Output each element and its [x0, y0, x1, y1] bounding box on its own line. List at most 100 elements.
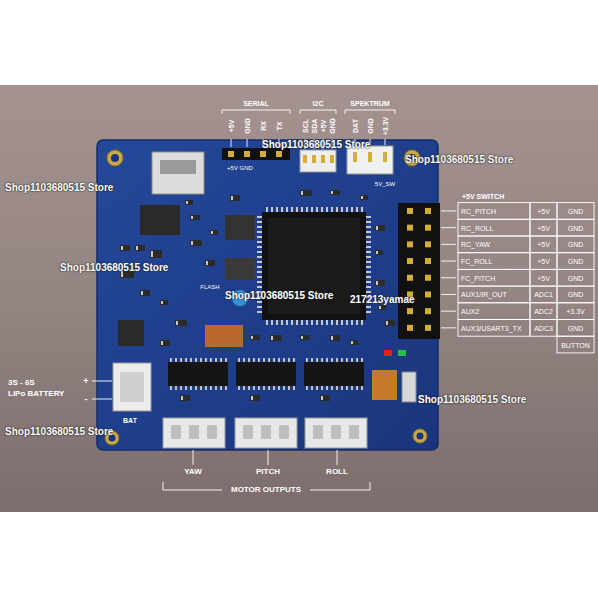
chip-leg [341, 358, 343, 362]
connector-slot [171, 425, 359, 439]
chip-leg [366, 236, 371, 238]
smd-pad [351, 341, 353, 344]
group-label: MOTOR OUTPUTS [231, 486, 301, 494]
table-cell: ADC1 [534, 291, 553, 298]
pin-label: SDA [311, 119, 318, 134]
pin [330, 155, 334, 163]
leader-line [441, 277, 456, 278]
smd-part [160, 340, 170, 346]
watermark: Shop1103680515 Store [405, 155, 513, 165]
pin-label: +5V [228, 120, 235, 133]
chip-leg [351, 320, 353, 325]
chip-leg [170, 386, 172, 390]
chip-leg [170, 358, 363, 390]
motor-connector [305, 418, 367, 448]
smd-part [150, 250, 162, 258]
smd-part [360, 195, 368, 200]
chip-leg [257, 301, 262, 303]
chip [225, 258, 255, 280]
connector-slot [171, 425, 181, 439]
smd-pad [331, 191, 333, 194]
chip-leg [366, 286, 371, 288]
chip-leg [253, 358, 255, 362]
table-cell-border [557, 336, 594, 353]
chip-leg [180, 386, 182, 390]
chip-leg [356, 320, 358, 325]
connector-slot [189, 425, 199, 439]
chip-leg [200, 358, 202, 362]
table-cell-border [530, 203, 557, 220]
chip-leg [336, 207, 338, 212]
chip-leg [175, 386, 177, 390]
table-cell: GND [568, 324, 584, 331]
battery-label: LiPo BATTERY [8, 390, 64, 398]
chip-leg [200, 386, 202, 390]
smd-part [230, 195, 240, 201]
chip-leg [243, 386, 245, 390]
pin [425, 208, 431, 214]
chip-leg [215, 358, 217, 362]
leader-line [441, 261, 456, 262]
chip-leg [170, 358, 172, 362]
chip-leg [190, 358, 192, 362]
chip-leg [175, 358, 177, 362]
chip-leg [366, 311, 371, 313]
chip-leg [257, 226, 262, 228]
pin-label: +3.3V [382, 117, 389, 136]
chip-leg [346, 358, 348, 362]
chip-leg [283, 386, 285, 390]
pin [425, 325, 431, 331]
chip-leg [273, 386, 275, 390]
smd-part [320, 395, 330, 401]
chip-leg [205, 358, 207, 362]
smd-part [250, 335, 260, 340]
chip-leg [273, 358, 275, 362]
chip-leg [210, 358, 212, 362]
chip-leg [276, 320, 278, 325]
smd-pad [251, 336, 253, 339]
table-cell: RC_YAW [461, 241, 490, 248]
smd-pad [271, 336, 273, 340]
table-cell: AUX1/IR_OUT [461, 291, 507, 298]
chip-leg [253, 386, 255, 390]
watermark: Shop1103680515 Store [262, 140, 370, 150]
chip-leg [195, 386, 197, 390]
chip-leg [257, 311, 262, 313]
pin [228, 151, 431, 331]
chip-leg [271, 320, 273, 325]
pin-table-grid [441, 203, 594, 353]
chip-leg [366, 221, 371, 223]
chip-leg [356, 358, 358, 362]
pin-label: SCL [302, 119, 309, 133]
smd-pad [176, 321, 178, 325]
smd-pad [301, 336, 303, 339]
smd-part [135, 245, 145, 251]
chip-leg [331, 320, 333, 325]
chip-leg [257, 231, 262, 233]
chip-leg [257, 286, 262, 288]
group-label: SPEKTRUM [350, 100, 389, 107]
bracket [222, 110, 290, 114]
table-cell-border [557, 303, 594, 320]
pin [260, 151, 266, 157]
chip-leg [321, 207, 323, 212]
chip-leg [281, 320, 283, 325]
leader-line [441, 210, 456, 211]
table-cell: +5V [537, 207, 550, 214]
smd-part [330, 335, 340, 341]
chip-leg [366, 276, 371, 278]
chip [118, 320, 144, 346]
chip-leg [291, 320, 293, 325]
table-cell-border [557, 320, 594, 337]
smd-part [270, 335, 282, 341]
chip-leg [257, 216, 262, 218]
pin [407, 208, 413, 214]
table-cell-border [530, 286, 557, 303]
pin [407, 275, 413, 281]
chip-leg [346, 207, 348, 212]
smd-pad [321, 396, 323, 400]
driver-chip [168, 362, 228, 386]
chip [225, 215, 255, 240]
chip-leg [316, 386, 318, 390]
pin [407, 308, 413, 314]
